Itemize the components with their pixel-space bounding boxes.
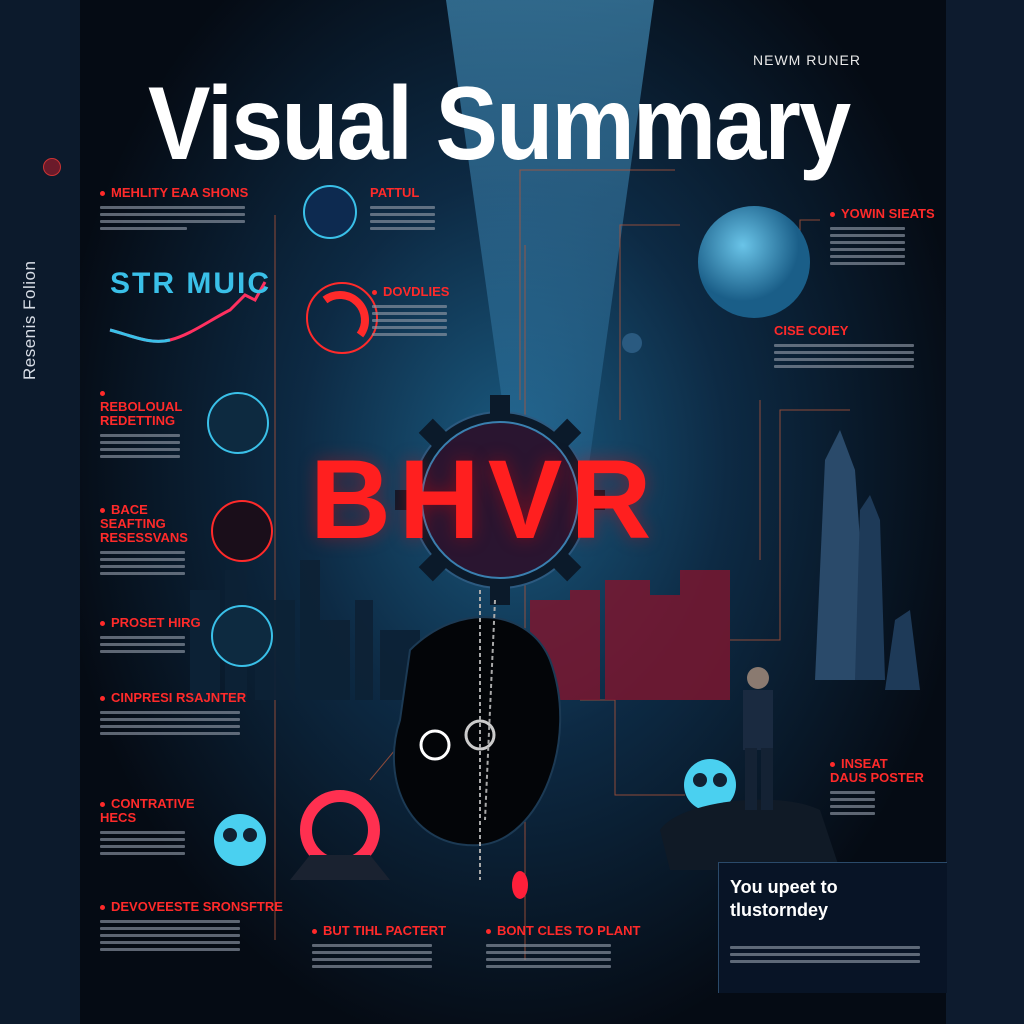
body-text <box>100 711 240 735</box>
page-subtitle: NEWM RUNER <box>753 52 861 68</box>
sphere-icon <box>698 206 810 318</box>
body-text <box>100 831 185 855</box>
section-heading: BACE SEAFTING RESESSVANS <box>100 503 200 545</box>
illustration <box>109 169 920 960</box>
body-text <box>100 920 240 951</box>
section-left-2: REBOLOUAL REDETTING <box>100 386 190 462</box>
body-text <box>830 227 905 265</box>
clock-icon <box>207 392 269 454</box>
section-left-6: CONTRATIVE HECS <box>100 797 200 859</box>
section-heading: CISE COIEY <box>774 323 849 338</box>
section-left-4: PROSET HIRG <box>100 616 201 657</box>
section-right-1: YOWIN SIEATS <box>830 207 935 269</box>
section-left-7: DEVOVEESTE SRONSFTRE <box>100 900 283 955</box>
callout-body <box>730 942 920 967</box>
skyline-right <box>530 570 730 700</box>
section-right-2: CISE COIEY <box>774 324 914 372</box>
connector-lines <box>274 169 850 960</box>
gear-icon <box>395 395 605 605</box>
poster <box>80 0 946 1024</box>
section-right-3: INSEAT DAUS POSTER <box>830 757 925 819</box>
section-heading: BONT CLES TO PLANT <box>486 924 640 938</box>
dark-blob <box>392 616 562 847</box>
page-title: Visual Summary <box>148 66 851 182</box>
chain-icon <box>479 590 496 880</box>
body-text <box>774 344 914 368</box>
skull-icon <box>684 759 736 811</box>
map-icon <box>303 185 357 239</box>
body-text <box>372 305 447 336</box>
tower <box>855 495 885 680</box>
clock-icon <box>211 500 273 562</box>
body-text <box>830 791 875 815</box>
section-heading: REBOLOUAL REDETTING <box>100 386 190 428</box>
red-ring-icon <box>300 790 380 870</box>
section-heading: PATTUL <box>370 185 420 200</box>
section-heading: DOVDLIES <box>372 285 449 299</box>
section-left-1: MEHLITY EAA SHONS <box>100 186 248 234</box>
section-heading: PROSET HIRG <box>100 616 201 630</box>
section-heading: MEHLITY EAA SHONS <box>100 186 248 200</box>
tower <box>815 430 870 680</box>
tower <box>885 610 920 690</box>
section-left-5: CINPRESI RSAJNTER <box>100 691 246 739</box>
red-drop-icon <box>512 871 528 899</box>
section-heading: DEVOVEESTE SRONSFTRE <box>100 900 283 914</box>
section-mid-4: BONT CLES TO PLANT <box>486 924 640 972</box>
body-text <box>100 551 185 575</box>
section-mid-3: BUT TIHL PACTERT <box>312 924 446 972</box>
section-mid-2: DOVDLIES <box>372 285 449 340</box>
section-heading: CINPRESI RSAJNTER <box>100 691 246 705</box>
rock <box>660 799 840 870</box>
body-text <box>100 206 245 230</box>
body-text <box>100 434 180 458</box>
section-heading: BUT TIHL PACTERT <box>312 924 446 938</box>
person-figure <box>743 667 773 810</box>
body-text <box>370 206 435 230</box>
callout-text: You upeet to tlustorndey <box>730 877 838 920</box>
dial-icon <box>211 605 273 667</box>
side-label: Resenis Folion <box>20 260 39 380</box>
callout-card <box>718 862 947 993</box>
signal-icon <box>306 282 378 354</box>
right-strip <box>946 0 1024 1024</box>
side-logo <box>43 158 61 176</box>
body-text <box>312 944 432 968</box>
section-heading: INSEAT DAUS POSTER <box>830 756 924 785</box>
section-heading: CONTRATIVE HECS <box>100 797 200 825</box>
left-strip <box>0 0 80 1024</box>
section-left-3: BACE SEAFTING RESESSVANS <box>100 503 200 579</box>
center-word: BHVR <box>310 437 660 562</box>
body-text <box>100 636 185 653</box>
skull-icon <box>214 814 266 866</box>
body-text <box>486 944 611 968</box>
section-heading: YOWIN SIEATS <box>830 207 935 221</box>
section-mid-1: PATTUL <box>370 186 435 234</box>
chart-label: STR MUIC <box>110 267 271 300</box>
